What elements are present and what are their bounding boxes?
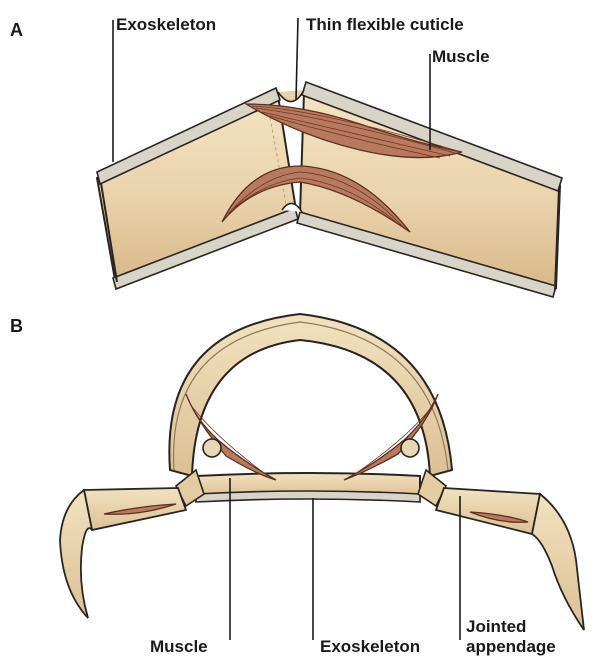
leader-a-cuticle [296, 18, 298, 100]
panel-a-letter: A [10, 20, 23, 40]
label-a-muscle: Muscle [432, 47, 490, 66]
internal-muscles [186, 394, 438, 480]
panel-b: B [10, 314, 584, 656]
label-a-exoskeleton: Exoskeleton [116, 15, 216, 34]
left-jointed-appendage [60, 470, 204, 618]
label-b-exoskeleton: Exoskeleton [320, 637, 420, 656]
label-b-appendage: appendage [466, 637, 556, 656]
label-a-cuticle: Thin flexible cuticle [306, 15, 464, 34]
panel-b-letter: B [10, 316, 23, 336]
panel-a: A [10, 15, 562, 297]
label-b-muscle: Muscle [150, 637, 208, 656]
right-jointed-appendage [418, 470, 584, 630]
body-ring [169, 314, 452, 502]
label-b-jointed: Jointed [466, 617, 526, 636]
